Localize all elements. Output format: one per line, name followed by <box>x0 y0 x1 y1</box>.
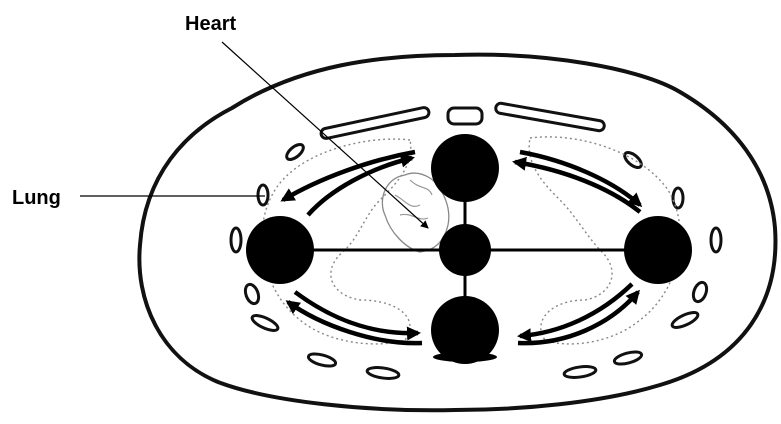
electrode-center <box>439 224 491 276</box>
electrode-left <box>246 216 314 284</box>
lung-label: Lung <box>12 187 61 209</box>
electrode-right <box>624 216 692 284</box>
spine-marker <box>433 352 497 362</box>
electrode-top <box>431 134 499 202</box>
heart-label: Heart <box>185 13 236 35</box>
heart-vessels <box>395 180 432 219</box>
